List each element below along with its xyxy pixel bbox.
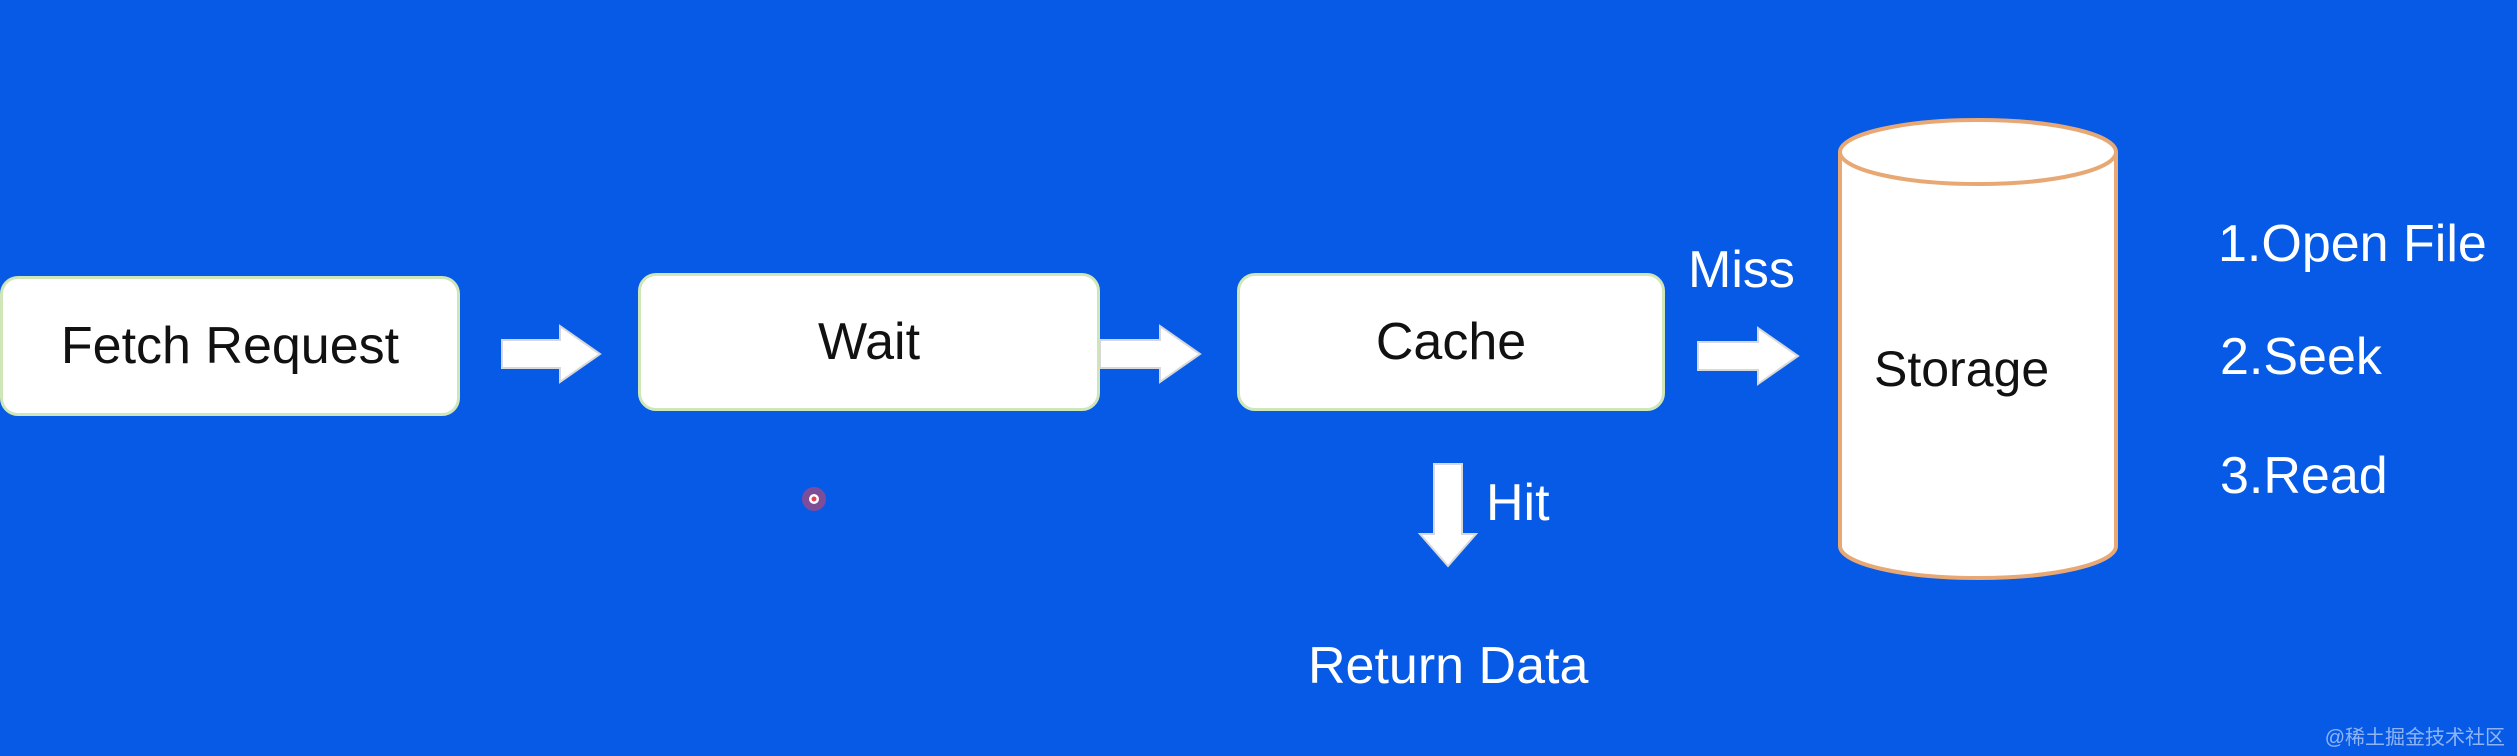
return-data-label: Return Data [1308, 637, 1589, 695]
arrow-down-hit [1417, 463, 1479, 568]
cache-label: Cache [1375, 313, 1527, 371]
watermark: @稀土掘金技术社区 [2324, 727, 2505, 749]
pointer-marker [802, 487, 826, 511]
fetch-request-box: Fetch Request [0, 276, 460, 416]
hit-label: Hit [1486, 474, 1550, 532]
wait-box: Wait [638, 273, 1100, 411]
storage-label: Storage [1874, 341, 2050, 397]
wait-label: Wait [817, 313, 921, 371]
step-read: 3.Read [2220, 447, 2388, 505]
miss-label: Miss [1688, 241, 1795, 299]
arrow-right-miss [1697, 326, 1800, 386]
step-seek: 2.Seek [2220, 328, 2382, 386]
arrow-right-1 [501, 324, 602, 384]
cache-box: Cache [1237, 273, 1665, 411]
arrow-right-2 [1099, 324, 1202, 384]
step-open-file: 1.Open File [2218, 215, 2487, 273]
fetch-request-label: Fetch Request [60, 317, 400, 375]
